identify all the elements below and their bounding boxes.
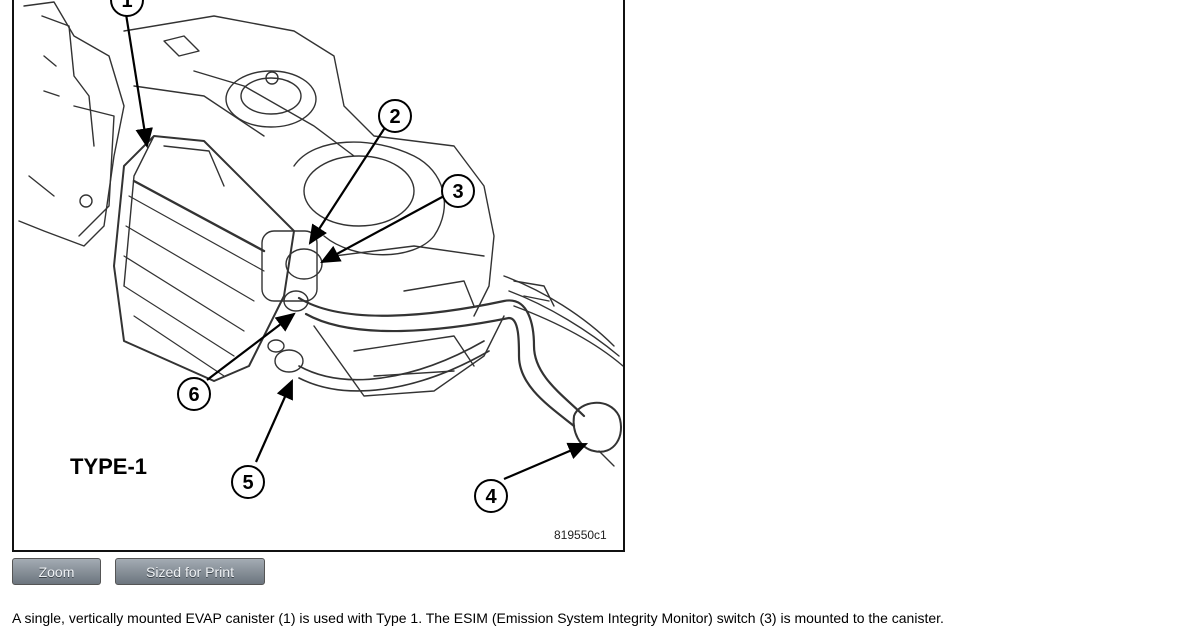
type-label: TYPE-1	[70, 454, 147, 479]
evap-canister-figure: 1 2 3 4 5 6 TYPE-1 819550c1	[12, 0, 625, 552]
callout-6-circle	[177, 377, 211, 411]
figure-caption: A single, vertically mounted EVAP canist…	[12, 610, 944, 626]
figure-code: 819550c1	[554, 528, 607, 542]
callout-2-label: 2	[389, 106, 400, 128]
callout-2-circle	[378, 99, 412, 133]
callout-4-circle	[474, 479, 508, 513]
canister-line-drawing: 1 2 3 4 5 6 TYPE-1 819550c1	[18, 0, 623, 542]
callout-4-label: 4	[485, 486, 497, 508]
callout-3-label: 3	[452, 181, 463, 203]
zoom-button[interactable]: Zoom	[12, 558, 101, 585]
callout-3-circle	[441, 174, 475, 208]
callout-5-label: 5	[242, 472, 253, 494]
callout-6-label: 6	[188, 384, 199, 406]
callout-1-circle	[110, 0, 144, 17]
sized-for-print-button[interactable]: Sized for Print	[115, 558, 265, 585]
callout-5-circle	[231, 465, 265, 499]
callout-1-label: 1	[121, 0, 132, 12]
